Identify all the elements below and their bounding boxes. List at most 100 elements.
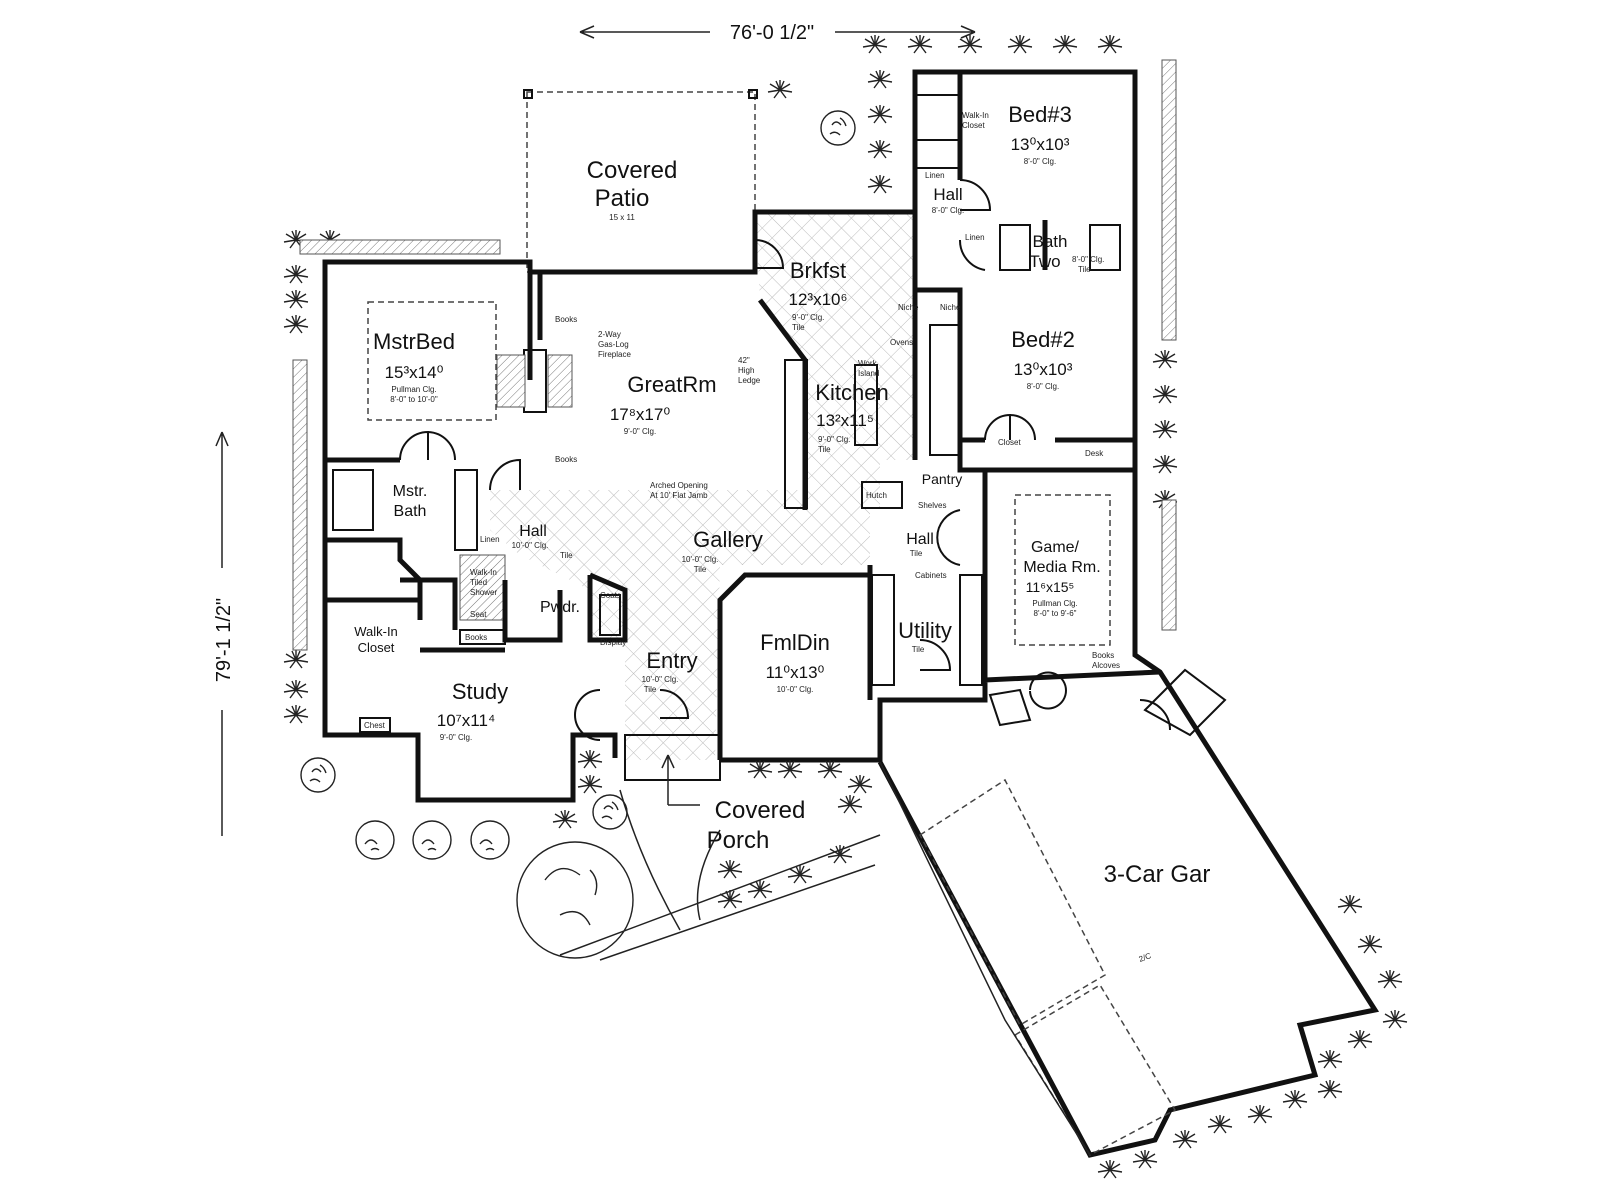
hutch-label: Hutch [866, 491, 887, 500]
hall-left-ceiling: 10'-0" Clg. [512, 541, 549, 550]
mstr-bed-name: MstrBed [373, 329, 455, 354]
game-media-size: 11⁶x15⁵ [1026, 579, 1075, 595]
covered-patio-name-2: Patio [595, 185, 650, 212]
kitchen-size: 13²x11⁵ [816, 411, 874, 430]
doors [399, 179, 1227, 741]
fireplace-2: Gas-Log [598, 340, 629, 349]
garage-detail [879, 761, 1177, 1156]
kitchen-ceiling: 9'-0" Clg. [818, 435, 850, 444]
shower-1: Walk-In [470, 568, 497, 577]
books-study: Books [465, 633, 487, 642]
shelves-label: Shelves [918, 501, 946, 510]
garage-note: 2/C [1138, 951, 1153, 964]
books-alcove-1: Books [1092, 651, 1114, 660]
niche-left: Niche [898, 303, 919, 312]
tile-floor-brkfst-kitchen [755, 212, 915, 508]
linen-right: Linen [965, 233, 985, 242]
work-island-1: Work [858, 359, 878, 368]
ledge-1: 42" [738, 356, 750, 365]
bed2-size: 13⁰x10³ [1014, 360, 1073, 379]
game-media-ceiling-2: 8'-0" to 9'-6" [1034, 609, 1077, 618]
hall-center-name: Hall [906, 531, 934, 548]
work-island-2: Island [858, 369, 879, 378]
bed3-size: 13⁰x10³ [1011, 135, 1070, 154]
ledge-3: Ledge [738, 376, 761, 385]
covered-porch-name-1: Covered [715, 797, 806, 824]
hall-right-ceiling: 8'-0" Clg. [932, 206, 964, 215]
dimension-depth-label: 79'-1 1/2" [213, 598, 235, 682]
tile-floor-gallery [490, 490, 870, 760]
walkin-closet-bed3-1: Walk-In [962, 111, 989, 120]
hall-left-name: Hall [519, 523, 547, 540]
bath-two-floor: Tile [1078, 265, 1091, 274]
mstr-bed-size: 15³x14⁰ [385, 363, 444, 382]
desk-label: Desk [1085, 449, 1104, 458]
game-media-name-1: Game/ [1031, 539, 1080, 556]
game-media-name-2: Media Rm. [1023, 559, 1100, 576]
landscaping [283, 34, 1408, 1179]
bed3-ceiling: 8'-0" Clg. [1024, 157, 1056, 166]
mstr-bath-name-1: Mstr. [393, 483, 428, 500]
game-media-ceiling-1: Pullman Clg. [1032, 599, 1077, 608]
bath-two-name-2: Two [1029, 252, 1060, 271]
fireplace-1: 2-Way [598, 330, 621, 339]
great-rm-ceiling: 9'-0" Clg. [624, 427, 656, 436]
books-alcove-2: Alcoves [1092, 661, 1120, 670]
great-rm-size: 17⁸x17⁰ [610, 405, 670, 424]
dimension-depth: 79'-1 1/2" [213, 431, 235, 836]
gallery-name: Gallery [693, 527, 763, 552]
hall-right-name: Hall [933, 185, 962, 204]
seat-label: Seat [470, 610, 487, 619]
study-name: Study [452, 679, 508, 704]
bed2-name: Bed#2 [1011, 327, 1075, 352]
bath-two-name-1: Bath [1033, 232, 1068, 251]
utility-name: Utility [898, 618, 952, 643]
mstr-bed-ceiling-1: Pullman Clg. [391, 385, 436, 394]
entry-name: Entry [646, 648, 697, 673]
garage-name: 3-Car Gar [1104, 861, 1211, 888]
gallery-ceiling: 10'-0" Clg. [682, 555, 719, 564]
entry-ceiling: 10'-0" Clg. [642, 675, 679, 684]
brkfst-name: Brkfst [790, 258, 846, 283]
interior-walls [325, 72, 1135, 733]
study-ceiling: 9'-0" Clg. [440, 733, 472, 742]
arched-opening-1: Arched Opening [650, 481, 708, 490]
shower-3: Shower [470, 588, 497, 597]
chest-label: Chest [364, 721, 386, 730]
bath-two-ceiling: 8'-0" Clg. [1072, 255, 1104, 264]
walkin-closet-bed3-2: Closet [962, 121, 985, 130]
master-bed-tray [367, 301, 497, 421]
dimension-width-label: 76'-0 1/2" [730, 22, 814, 44]
hall-center-floor: Tile [910, 549, 923, 558]
pwdr-name: Pwdr. [540, 599, 580, 616]
mstr-bed-ceiling-2: 8'-0" to 10'-0" [390, 395, 438, 404]
ledge-2: High [738, 366, 754, 375]
linen-top: Linen [925, 171, 945, 180]
utility-floor: Tile [912, 645, 925, 654]
entry-floor: Tile [644, 685, 657, 694]
brkfst-floor: Tile [792, 323, 805, 332]
books-bottom: Books [555, 455, 577, 464]
brkfst-ceiling: 9'-0" Clg. [792, 313, 824, 322]
linen-left: Linen [480, 535, 500, 544]
display-label: Display [600, 638, 626, 647]
bed2-ceiling: 8'-0" Clg. [1027, 382, 1059, 391]
bed3-name: Bed#3 [1008, 102, 1072, 127]
fml-din-ceiling: 10'-0" Clg. [777, 685, 814, 694]
walkin-closet-master-2: Closet [358, 640, 395, 655]
ovens-label: Ovens [890, 338, 913, 347]
kitchen-floor: Tile [818, 445, 831, 454]
porch-walkway [559, 734, 881, 961]
walkin-closet-master-1: Walk-In [354, 624, 398, 639]
exterior-walls [322, 69, 1380, 1158]
covered-patio-name-1: Covered [587, 157, 678, 184]
covered-patio: Covered Patio 15 x 11 [523, 89, 758, 273]
brkfst-size: 12³x10⁶ [789, 290, 848, 309]
cabinets-label: Cabinets [915, 571, 947, 580]
niche-right: Niche [940, 303, 961, 312]
closet-bed2: Closet [998, 438, 1021, 447]
study-size: 10⁷x11⁴ [437, 711, 496, 730]
kitchen-name: Kitchen [815, 380, 888, 405]
covered-patio-size: 15 x 11 [609, 213, 635, 222]
